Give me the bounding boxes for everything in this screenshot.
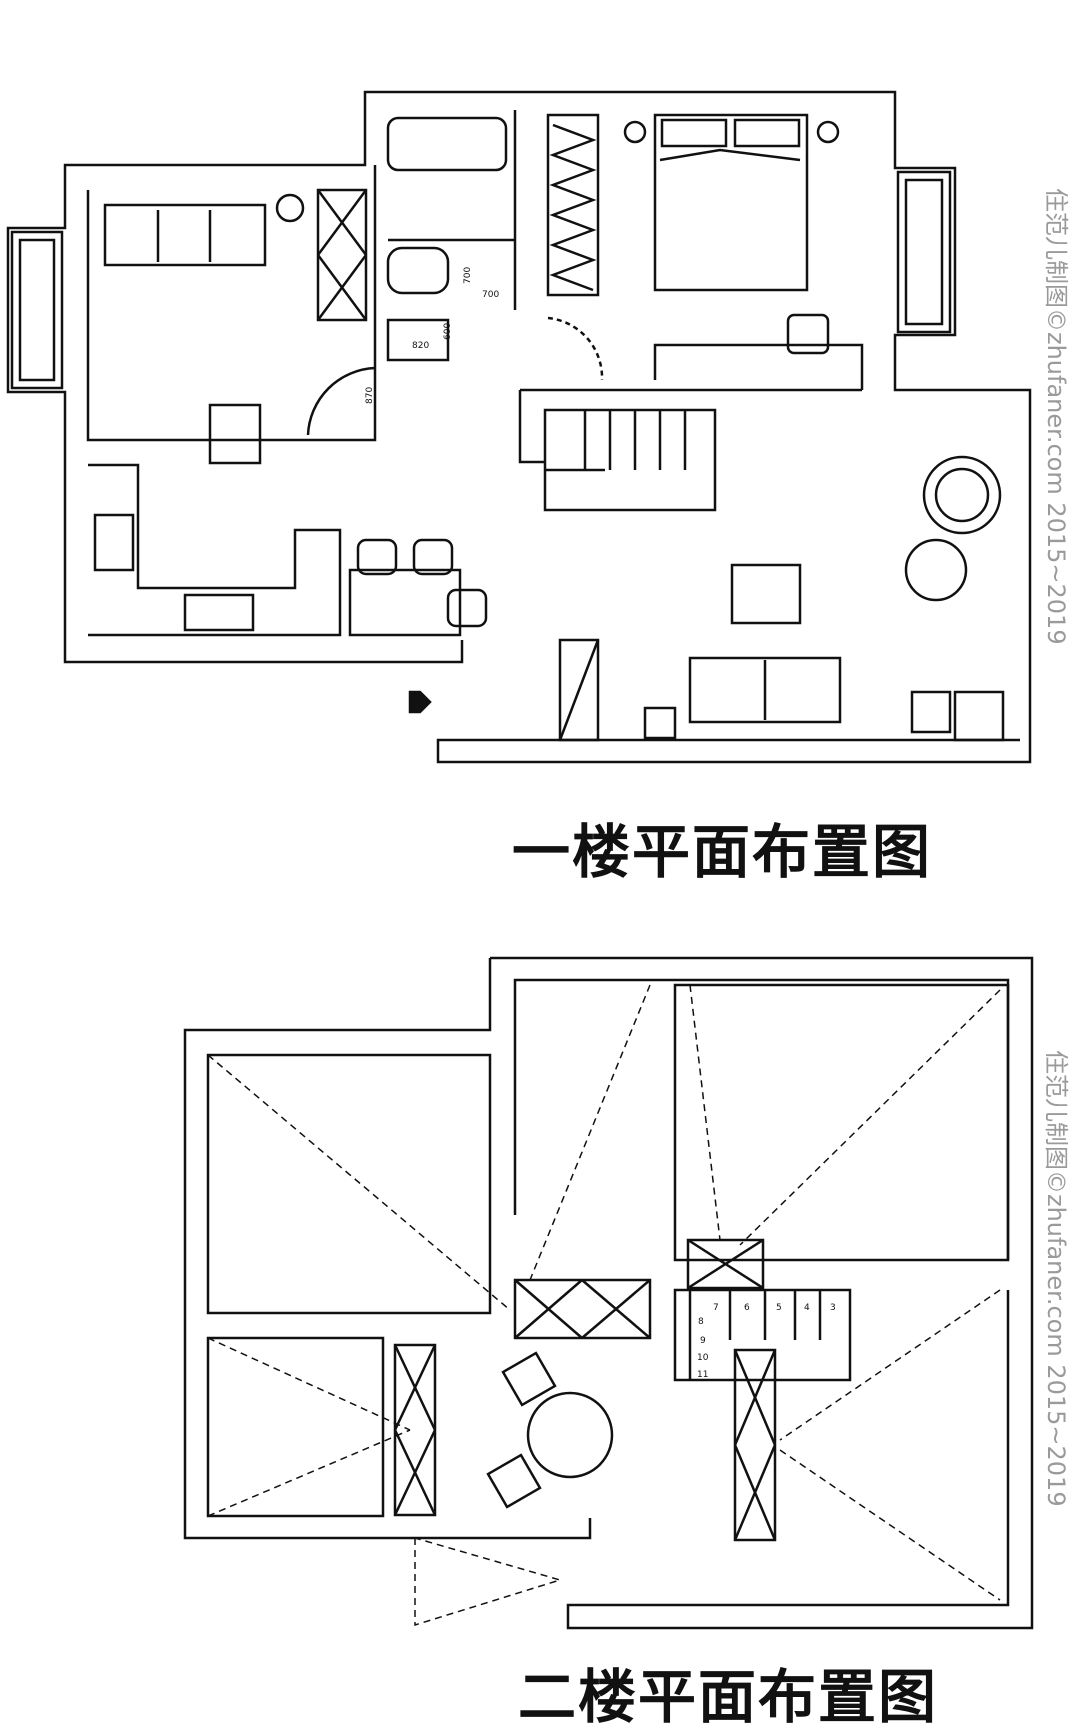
step-3: 3	[830, 1303, 836, 1313]
watermark-top: 住范儿制图©zhufaner.com 2015~2019	[1042, 188, 1070, 645]
side-table	[643, 706, 677, 740]
floor-lamp	[275, 193, 305, 223]
floor2-title: 二楼平面布置图	[518, 1663, 939, 1731]
step-7: 7	[713, 1303, 719, 1313]
step-8: 8	[698, 1317, 704, 1327]
balcony-sink	[910, 690, 952, 734]
desk-chair	[786, 313, 830, 355]
toilet	[386, 246, 450, 295]
dim-700-a: 700	[463, 267, 473, 284]
step-4: 4	[804, 1303, 810, 1313]
kitchen-counter	[88, 463, 342, 637]
dining-bar	[348, 568, 462, 637]
floor2-outer-wall	[183, 958, 592, 1540]
first-floor-plan	[6, 90, 1032, 764]
dim-700-b: 700	[482, 290, 499, 300]
bar-stool-3	[446, 588, 488, 628]
entry-arrow-icon	[408, 690, 432, 714]
tv-unit-lower	[558, 638, 600, 742]
step-10: 10	[697, 1353, 709, 1363]
chair-second-1	[501, 1351, 557, 1407]
watermark-bottom: 住范儿制图©zhufaner.com 2015~2019	[1042, 1050, 1070, 1507]
fridge	[208, 403, 262, 465]
bed	[653, 113, 809, 292]
chair-second-2	[486, 1453, 542, 1509]
sofa-living	[103, 203, 267, 267]
second-floor-plan	[183, 956, 1034, 1630]
step-9: 9	[700, 1336, 706, 1346]
sofa-lower	[688, 656, 842, 724]
room-top-left	[206, 1053, 492, 1315]
bar-stool-1	[356, 538, 398, 576]
tv-cabinet	[316, 188, 368, 322]
wardrobe	[546, 113, 600, 297]
bathtub	[386, 116, 508, 172]
door-arc-1	[306, 366, 376, 436]
step-11: 11	[697, 1370, 708, 1380]
stair-step-labels: 7 6 5 4 3 8 9 10 11	[697, 1303, 836, 1380]
coffee-table	[730, 563, 802, 625]
sink	[93, 513, 135, 572]
round-table-balcony	[904, 538, 968, 602]
stove	[183, 593, 255, 632]
room-bottom-left	[206, 1336, 385, 1518]
staircase-second	[673, 1288, 852, 1382]
bar-stool-2	[412, 538, 454, 576]
vanity	[386, 318, 450, 362]
right-bay-window	[896, 170, 952, 334]
staircase-first	[543, 408, 717, 512]
floor1-title: 一楼平面布置图	[512, 818, 933, 886]
left-bay-window	[10, 230, 64, 390]
floor1-inner-left-wall	[86, 165, 377, 442]
second-floor-dashed	[207, 984, 1001, 1627]
dim-870: 870	[365, 387, 375, 404]
step-5: 5	[776, 1303, 782, 1313]
round-table-second	[526, 1391, 614, 1479]
floor1-outer-wall	[363, 90, 1032, 764]
first-floor-dimensions: 700 700 820 600 870	[365, 267, 499, 404]
step-6: 6	[744, 1303, 750, 1313]
dim-820: 820	[412, 341, 429, 351]
room-top-right	[673, 983, 1010, 1262]
door-arc-2	[547, 316, 604, 381]
dim-600: 600	[443, 323, 453, 340]
round-rug	[922, 455, 1002, 535]
floor1-left-wall	[6, 152, 464, 664]
